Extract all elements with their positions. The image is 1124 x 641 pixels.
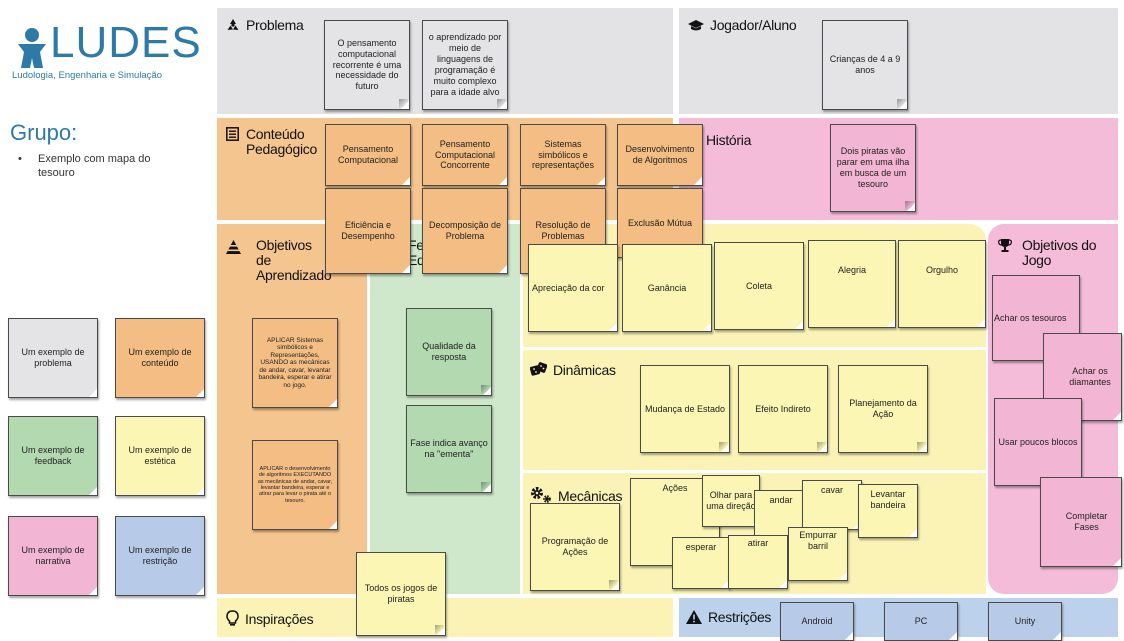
graduation-cap-icon [688,20,704,31]
note-objetivo-jogo-3: Usar poucos blocos [994,398,1082,486]
note-restricao-1: Android [780,602,854,641]
radiation-icon [227,19,239,30]
brand-name: LUDES [50,18,202,67]
note-conteudo-4: Desenvolvimento de Algoritmos [617,124,703,186]
note-conteudo-2: Pensamento Computacional Concorrente [422,124,508,186]
note-estetica-4: Alegria [808,240,896,328]
brand-logo: LUDES Ludologia, Engenharia e Simulação [10,18,210,82]
note-restricao-2: PC [884,602,958,641]
note-restricao-3: Unity [988,602,1062,641]
warning-icon [686,610,702,624]
legend-note-estetica: Um exemplo de estética [115,416,205,496]
section-title-mecanicas: Mecânicas [530,486,623,504]
note-estetica-3: Coleta [714,242,804,330]
section-title-restricoes: Restrições [686,609,771,625]
group-bullet: • Exemplo com mapa do tesouro [18,153,151,180]
section-title-conteudo: Conteúdo Pedagógico [226,126,317,157]
lightbulb-icon [226,610,239,626]
note-mecanica-1: Programação de Ações [530,503,620,591]
section-title-inspiracoes: Inspirações [226,610,314,627]
note-problema-1: O pensamento computacional recorrente é … [324,20,410,110]
region-objetivos-aprendizado [217,224,367,594]
note-mecanica-7: esperar [672,537,730,589]
legend-note-narrativa: Um exemplo de narrativa [8,516,98,596]
legend-note-feedback: Um exemplo de feedback [8,416,98,496]
section-title-dinamicas: Dinâmicas [529,362,616,378]
legend-note-problema: Um exemplo de problema [8,318,98,398]
note-inspiracao-1: Todos os jogos de piratas [356,552,446,636]
section-title-objetivos-jogo: Objetivos do Jogo [998,237,1108,268]
note-problema-2: o aprendizado por meio de linguagens de … [422,20,508,110]
note-conteudo-5: Eficiência e Desempenho [325,188,411,274]
document-list-icon [226,127,239,141]
note-mecanica-3: Olhar para uma direção [702,475,760,527]
section-title-objetivos-aprendizado: Objetivos de Aprendizado [226,237,332,283]
group-title: Grupo: [10,120,78,145]
note-feedback-2: Fase indica avanço na "ementa" [406,405,492,493]
note-mecanica-9: Empurrar barril [788,527,848,581]
section-title-jogador: Jogador/Aluno [688,17,797,33]
section-title-feedback: Fe Ed [408,237,425,269]
note-mecanica-5: cavar [802,480,862,530]
dice-icon [529,362,548,376]
note-dinamica-2: Efeito Indireto [738,365,828,453]
note-mecanica-6: Levantar bandeira [858,484,918,538]
pyramid-icon [226,240,241,254]
note-conteudo-3: Sistemas simbólicos e representações [520,124,606,186]
pirate-figure-icon [18,28,46,68]
gears-icon [531,487,551,503]
note-estetica-5: Orgulho [898,240,986,328]
note-conteudo-6: Decomposição de Problema [422,188,508,274]
note-objetivo-aprendizado-1: APLICAR Sistemas simbólicos e Representa… [252,318,338,408]
note-feedback-1: Qualidade da resposta [406,308,492,396]
divider-mecanicas [523,470,986,473]
section-title-problema: Problema [226,17,304,33]
note-dinamica-1: Mudança de Estado [640,365,730,453]
note-objetivo-aprendizado-2: APLICAR o desenvolvimento de algoritmos … [252,440,338,530]
note-objetivo-jogo-4: Completar Fases [1040,477,1122,567]
section-title-historia: História [706,132,752,148]
note-mecanica-8: atirar [728,535,788,589]
brand-tagline: Ludologia, Engenharia e Simulação [12,70,162,81]
note-historia-1: Dois piratas vão parar em uma ilha em bu… [830,124,916,212]
note-estetica-1: Apreciação da cor [528,244,618,332]
legend-note-restricao: Um exemplo de restrição [115,516,205,596]
divider-dinamicas [523,347,986,350]
note-jogador-1: Crianças de 4 a 9 anos [822,20,908,110]
legend-note-conteudo: Um exemplo de conteúdo [115,318,205,398]
note-conteudo-1: Pensamento Computacional [325,124,411,186]
note-estetica-2: Ganância [622,244,712,332]
trophy-icon [998,239,1012,252]
note-dinamica-3: Planejamento da Ação [838,365,928,453]
